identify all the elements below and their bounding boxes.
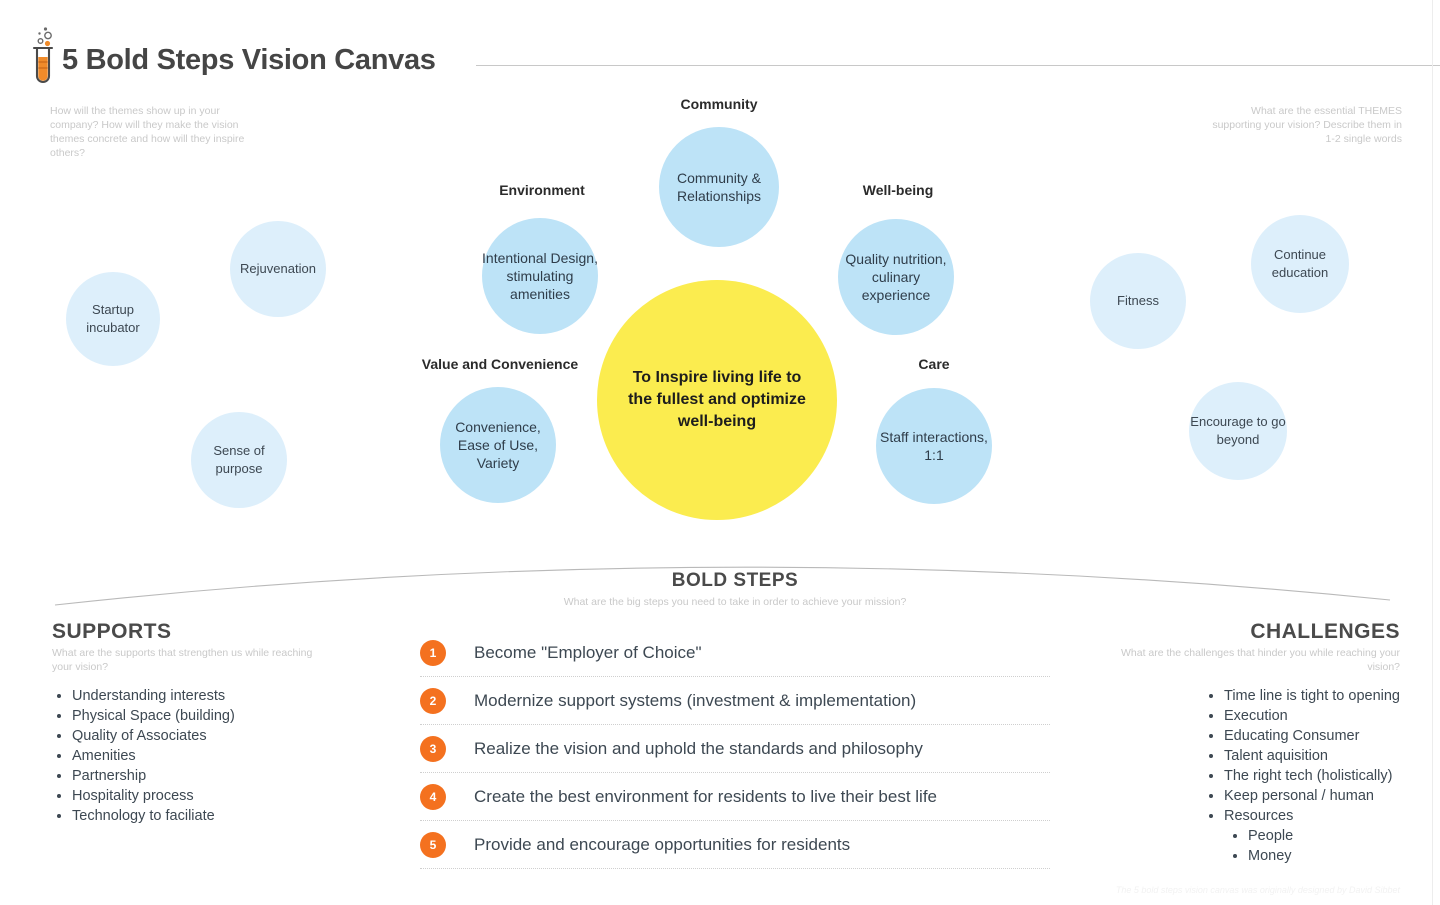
theme-bubble-environment[interactable]: Intentional Design, stimulating amenitie… xyxy=(482,218,598,334)
header-divider xyxy=(476,65,1440,66)
attribution-note: The 5 bold steps vision canvas was origi… xyxy=(1115,885,1400,895)
sub-list-item: Money xyxy=(1248,846,1400,866)
theme-bubble-value-and-convenience[interactable]: Convenience, Ease of Use, Variety xyxy=(440,387,556,503)
bold-step-row[interactable]: 4 Create the best environment for reside… xyxy=(420,773,1050,821)
sub-list-item: People xyxy=(1248,826,1400,846)
bold-steps-subtitle: What are the big steps you need to take … xyxy=(563,596,907,608)
list-item: Keep personal / human xyxy=(1224,786,1400,806)
list-item: Execution xyxy=(1224,706,1400,726)
step-text: Provide and encourage opportunities for … xyxy=(474,834,851,854)
theme-bubble-care[interactable]: Staff interactions, 1:1 xyxy=(876,388,992,504)
bold-steps-header: BOLD STEPS What are the big steps you ne… xyxy=(420,570,1050,609)
supports-subtitle: What are the supports that strengthen us… xyxy=(52,647,313,673)
list-item: Physical Space (building) xyxy=(72,706,330,726)
bubble-text: Community & Relationships xyxy=(676,170,762,204)
outer-bubble-sense-of-purpose[interactable]: Sense of purpose xyxy=(191,412,287,508)
bubble-text: Fitness xyxy=(1117,293,1159,308)
bubble-text: Intentional Design, stimulating amenitie… xyxy=(482,250,598,302)
list-item: Talent aquisition xyxy=(1224,746,1400,766)
bold-step-row[interactable]: 3 Realize the vision and uphold the stan… xyxy=(420,725,1050,773)
supports-list: Understanding interests Physical Space (… xyxy=(50,686,330,826)
bold-step-row[interactable]: 5 Provide and encourage opportunities fo… xyxy=(420,821,1050,869)
list-item: Educating Consumer xyxy=(1224,726,1400,746)
list-item: Partnership xyxy=(72,766,330,786)
vision-statement: To Inspire living life to the fullest an… xyxy=(628,369,806,430)
step-number-badge: 1 xyxy=(420,639,446,666)
theme-label-community: Community xyxy=(680,96,758,112)
bold-steps-list: 1 Become "Employer of Choice" 2 Moderniz… xyxy=(420,629,1050,869)
bubble-text: Startup incubator xyxy=(86,302,140,335)
list-item: Understanding interests xyxy=(72,686,330,706)
list-item: Technology to faciliate xyxy=(72,806,330,826)
outer-bubble-continue-education[interactable]: Continue education xyxy=(1251,215,1349,313)
supports-section: SUPPORTS What are the supports that stre… xyxy=(50,620,330,826)
step-number-badge: 4 xyxy=(420,783,446,810)
step-number-badge: 2 xyxy=(420,687,446,714)
supports-title: SUPPORTS xyxy=(52,620,172,643)
right-edge-border xyxy=(1432,0,1433,905)
outer-bubble-startup-incubator[interactable]: Startup incubator xyxy=(66,272,160,366)
bubble-text: Convenience, Ease of Use, Variety xyxy=(455,419,541,471)
theme-label-environment: Environment xyxy=(499,182,585,198)
challenges-section: CHALLENGES What are the challenges that … xyxy=(1120,620,1400,866)
vision-center-bubble[interactable]: To Inspire living life to the fullest an… xyxy=(597,280,837,520)
arc-divider xyxy=(54,566,1391,606)
theme-bubble-well-being[interactable]: Quality nutrition, culinary experience xyxy=(838,219,954,335)
page-header: 5 Bold Steps Vision Canvas xyxy=(0,0,1440,95)
bubble-text: Quality nutrition, culinary experience xyxy=(845,251,947,303)
list-item: Hospitality process xyxy=(72,786,330,806)
page-title: 5 Bold Steps Vision Canvas xyxy=(62,44,436,76)
challenges-title: CHALLENGES xyxy=(1250,620,1400,643)
themes-hint-left: How will the themes show up in your comp… xyxy=(50,105,245,159)
bubble-text: Rejuvenation xyxy=(240,261,316,276)
outer-bubble-fitness[interactable]: Fitness xyxy=(1090,253,1186,349)
themes-hint-right: What are the essential THEMES supporting… xyxy=(1212,105,1402,145)
list-item-label: Resources xyxy=(1224,808,1294,824)
bold-steps-title: BOLD STEPS xyxy=(671,570,799,591)
bubble-text: Encourage to go beyond xyxy=(1190,414,1286,447)
list-item: The right tech (holistically) xyxy=(1224,766,1400,786)
step-text: Become "Employer of Choice" xyxy=(474,642,702,662)
bold-step-row[interactable]: 1 Become "Employer of Choice" xyxy=(420,629,1050,677)
challenges-sublist: People Money xyxy=(1224,826,1400,866)
list-item: Resources People Money xyxy=(1224,806,1400,866)
challenges-list: Time line is tight to opening Execution … xyxy=(1204,686,1400,866)
step-text: Create the best environment for resident… xyxy=(474,786,938,806)
step-number-badge: 3 xyxy=(420,735,446,762)
bubble-text: Sense of purpose xyxy=(213,443,265,476)
outer-bubble-encourage-to-go-beyond[interactable]: Encourage to go beyond xyxy=(1189,382,1287,480)
step-text: Modernize support systems (investment & … xyxy=(474,690,917,710)
outer-bubble-rejuvenation[interactable]: Rejuvenation xyxy=(230,221,326,317)
list-item: Amenities xyxy=(72,746,330,766)
theme-label-care: Care xyxy=(918,356,950,372)
step-text: Realize the vision and uphold the standa… xyxy=(474,738,923,758)
theme-label-value-and-convenience: Value and Convenience xyxy=(421,356,579,372)
bold-step-row[interactable]: 2 Modernize support systems (investment … xyxy=(420,677,1050,725)
bubble-text: Staff interactions, 1:1 xyxy=(880,429,988,463)
theme-bubble-community[interactable]: Community & Relationships xyxy=(659,127,779,247)
step-number-badge: 5 xyxy=(420,831,446,858)
theme-label-well-being: Well-being xyxy=(862,182,934,198)
challenges-subtitle: What are the challenges that hinder you … xyxy=(1121,647,1400,673)
test-tube-icon xyxy=(32,27,54,84)
bold-steps-section: BOLD STEPS What are the big steps you ne… xyxy=(420,570,1050,869)
list-item: Quality of Associates xyxy=(72,726,330,746)
list-item: Time line is tight to opening xyxy=(1224,686,1400,706)
bubble-text: Continue education xyxy=(1271,247,1329,280)
